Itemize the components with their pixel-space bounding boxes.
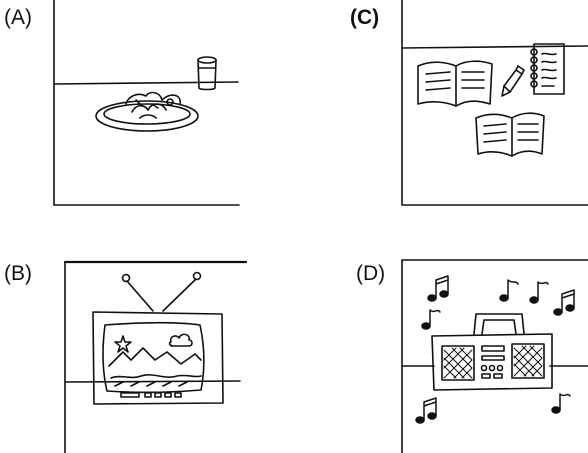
panel-label-b: (B): [4, 262, 32, 285]
meal-illustration: [53, 0, 240, 206]
panel-label-c: (C): [350, 6, 380, 29]
panel-label-d: (D): [356, 262, 386, 285]
panel-label-a: (A): [4, 6, 32, 29]
radio-illustration: [401, 259, 588, 453]
books-illustration: [401, 0, 588, 206]
television-illustration: [63, 260, 247, 453]
